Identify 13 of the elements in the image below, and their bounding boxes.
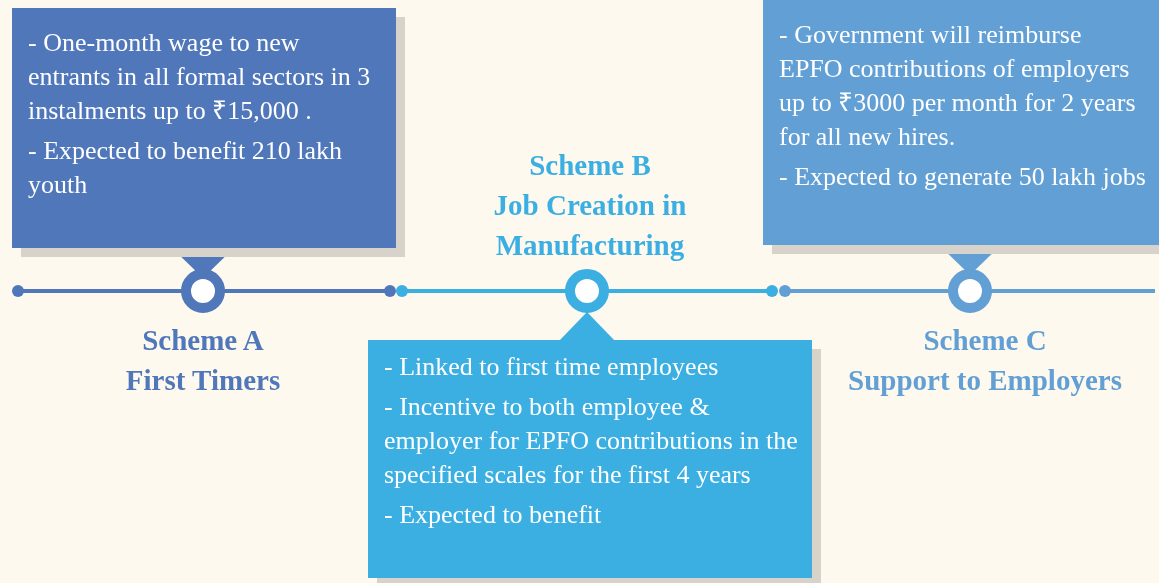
scheme-name: Scheme C — [922, 323, 1048, 358]
bullet-text: - Expected to benefit — [384, 499, 603, 531]
bullet-text: - Linked to first time employees — [384, 351, 720, 383]
bullet-text: - Expected to benefit 210 lakh youth — [28, 135, 344, 201]
scheme-subtitle: First Timers — [124, 363, 282, 398]
scheme-name: Scheme A — [141, 323, 265, 358]
bullet-text: - Expected to generate 50 lakh jobs — [779, 161, 1147, 193]
scheme-subtitle: Support to Employers — [847, 363, 1123, 398]
bullet-text: - Incentive to both employee & employer for EPFO contributions in the specified scales for the first 4 years — [384, 391, 799, 491]
bullet-text: - Government will reimburse EPFO contributions of employers up to ₹3000 per month for 2 years for all new hires. — [779, 19, 1137, 153]
scheme-subtitle: Job Creation in Manufacturing — [492, 188, 688, 263]
scheme-name: Scheme B — [528, 148, 652, 183]
bullet-text: - One-month wage to new entrants in all formal sectors in 3 instalments up to ₹15,000 . — [28, 27, 372, 127]
